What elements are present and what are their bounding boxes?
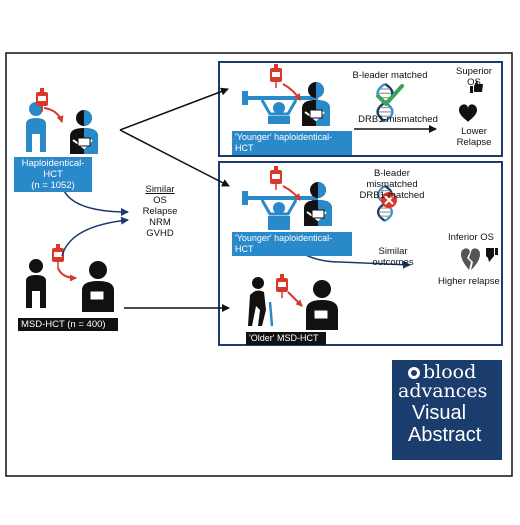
weightlifter-young-icon [242, 191, 318, 230]
transfusion-arrow [57, 267, 77, 282]
younger-haplo-tag: 'Younger' haploidentical-HCT [232, 232, 352, 256]
similar-outcomes-text: outcomes [372, 257, 414, 268]
bottom-result-box [218, 161, 503, 346]
transfusion-arrow [282, 83, 301, 101]
similar-item: OS [153, 195, 167, 206]
similar-outcomes-text: Similar [378, 246, 408, 257]
b-leader-mismatched-label: B-leader mismatched DRB1-matched [350, 168, 434, 201]
haplo-label: Haploidentical-HCT (n = 1052) [14, 157, 92, 192]
x-icon [381, 192, 397, 208]
outcome-text: OS [467, 77, 481, 88]
transfusion-arrow [282, 185, 301, 201]
similar-item: Relapse [142, 206, 178, 217]
lower-relapse-label: Lower Relapse [452, 126, 496, 148]
msd-donor-icon [26, 259, 46, 308]
arrow-to-bottom-box [119, 129, 230, 187]
arrow-to-top-box [119, 87, 229, 131]
msd-patient-icon [82, 261, 114, 312]
haplo-patient-icon [69, 109, 99, 155]
outcome-text: Superior [456, 66, 492, 77]
outcome-text: Relapse [456, 137, 492, 148]
similar-block: Similar OS Relapse NRM GVHD [130, 184, 190, 239]
higher-relapse-label: Higher relapse [438, 276, 500, 287]
drb1-mismatched-label: DRB1-mismatched [358, 114, 438, 125]
logo-line3: Visual [412, 402, 467, 424]
haplo-label-line2: (n = 1052) [31, 180, 75, 191]
logo-line4: Abstract [408, 424, 482, 446]
outer-frame [5, 52, 513, 477]
b-leader-matched-label: B-leader matched [352, 70, 428, 81]
blood-bag-icon [275, 273, 289, 299]
older-patient-icon [306, 280, 338, 330]
msd-label: MSD-HCT (n = 400) [18, 318, 118, 331]
haplo-donor-icon [26, 102, 46, 152]
older-donor-icon [248, 277, 274, 327]
similar-item: NRM [149, 217, 171, 228]
similar-heading: Similar [145, 184, 175, 195]
haplo-label-line1: Haploidentical-HCT [21, 158, 85, 180]
thumbs-down-icon [486, 248, 498, 262]
similar-item: GVHD [146, 228, 174, 239]
curve-msd-to-similar [61, 216, 129, 257]
heart-icon [459, 104, 477, 122]
logo-line2: advances [398, 380, 488, 402]
weightlifter-young-icon [242, 91, 318, 124]
blood-bag-icon [269, 63, 283, 89]
older-msd-tag: 'Older' MSD-HCT [246, 332, 326, 345]
transfusion-arrow [43, 107, 64, 123]
similar-outcomes-label: Similar outcomes [368, 246, 418, 268]
check-icon [376, 84, 404, 106]
outcome-text: Lower [461, 126, 487, 137]
blood-bag-icon [269, 165, 283, 191]
thumbs-up-icon [470, 80, 483, 93]
top-result-box [218, 61, 503, 157]
younger-haplo-tag: 'Younger' haploidentical-HCT [232, 131, 352, 155]
match-text: DRB1-matched [359, 190, 425, 201]
broken-heart-icon [461, 248, 480, 270]
match-text: B-leader mismatched [366, 168, 418, 190]
logo-line1: blood [423, 361, 477, 383]
transfusion-arrow [287, 291, 303, 307]
patient-icon [301, 81, 331, 127]
logo-mark-icon [408, 367, 420, 379]
patient-icon [303, 181, 333, 227]
superior-os-label: Superior OS [452, 66, 496, 88]
inferior-os-label: Inferior OS [448, 232, 494, 243]
